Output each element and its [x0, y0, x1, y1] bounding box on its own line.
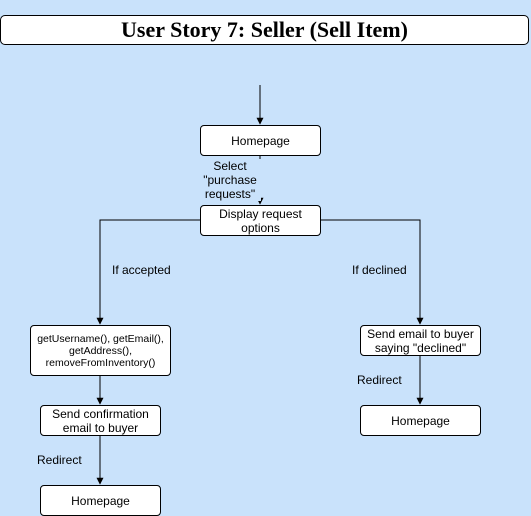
diagram-title: User Story 7: Seller (Sell Item)	[0, 15, 529, 45]
edge-display-to-declined	[320, 219, 424, 325]
node-get-methods: getUsername(), getEmail(), getAddress(),…	[30, 325, 171, 376]
node-display-request-options: Display request options	[200, 205, 321, 236]
edge-label-if-accepted: If accepted	[112, 263, 171, 277]
node-homepage-top: Homepage	[200, 125, 321, 156]
edge-label-if-declined: If declined	[352, 263, 407, 277]
node-send-declined-email: Send email to buyer saying "declined"	[360, 325, 481, 356]
node-send-confirmation-email: Send confirmation email to buyer	[40, 405, 161, 436]
edge-label-redirect-left: Redirect	[37, 453, 82, 467]
edge-label-select-purchase-requests: Select "purchase requests"	[199, 159, 261, 201]
node-homepage-right: Homepage	[360, 405, 481, 436]
node-homepage-left: Homepage	[40, 485, 161, 516]
edge-display-to-accepted	[96, 219, 201, 325]
edge-label-redirect-right: Redirect	[357, 373, 402, 387]
